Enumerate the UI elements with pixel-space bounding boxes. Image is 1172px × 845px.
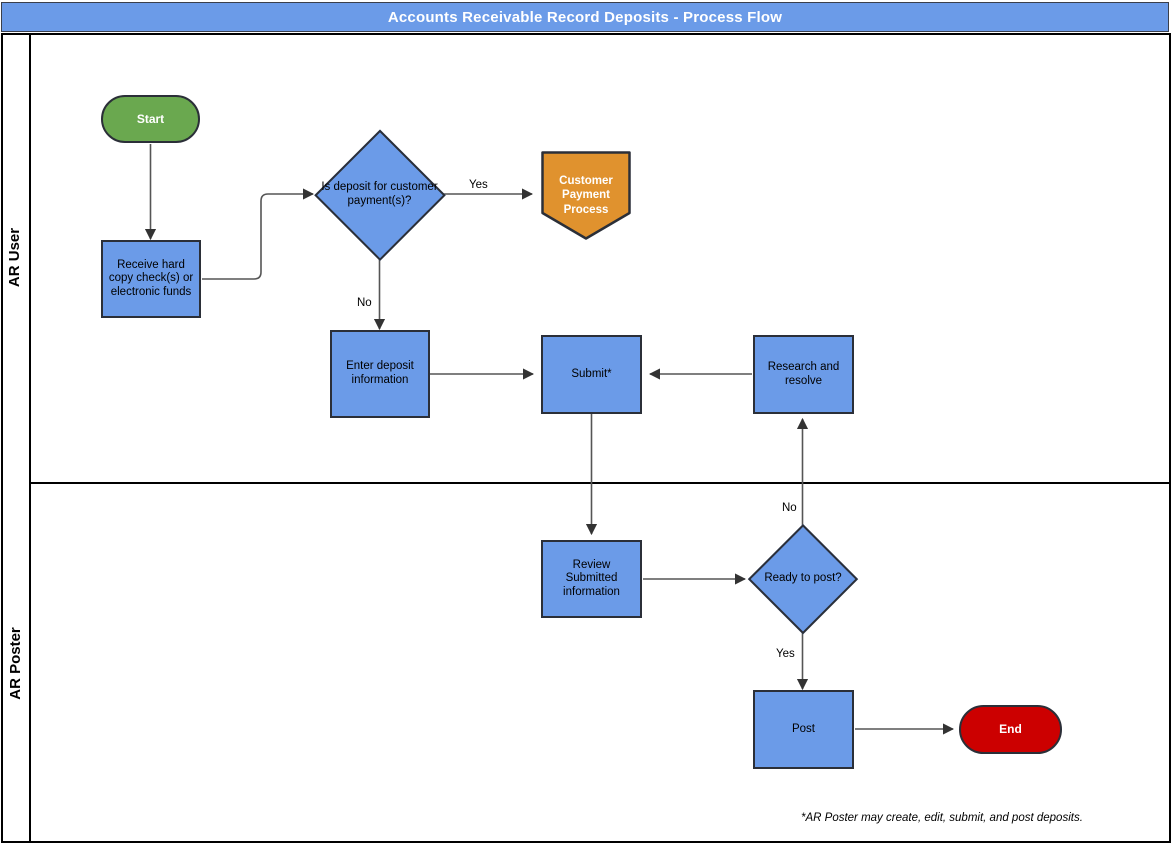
node-receive-funds[interactable]: Receive hard copy check(s) or electronic… [101, 240, 201, 318]
lane-label-ar-user: AR User [1, 33, 29, 482]
node-enter-deposit-label: Enter deposit information [346, 360, 414, 386]
node-submit[interactable]: Submit* [541, 335, 642, 414]
offpage-connector-shape [541, 151, 631, 240]
footnote-text: *AR Poster may create, edit, submit, and… [801, 812, 1083, 824]
edge-label-yes-ready-to-post: Yes [776, 648, 795, 660]
node-start[interactable]: Start [101, 95, 200, 143]
node-start-label: Start [136, 111, 165, 126]
lane-divider [29, 482, 1170, 484]
node-ready-to-post[interactable]: Ready to post? [748, 524, 858, 634]
lane-label-ar-poster: AR Poster [1, 484, 29, 843]
node-review-submitted-label: Review Submitted information [563, 558, 620, 598]
node-research-resolve-label: Research and resolve [767, 360, 840, 387]
node-customer-payment-process[interactable]: Customer Payment Process [541, 151, 631, 240]
node-end-label: End [999, 722, 1022, 737]
lane-label-ar-user-text: AR User [6, 227, 24, 288]
node-post-label: Post [791, 722, 815, 735]
swimlane-pool [1, 33, 1171, 843]
diagram-title-banner: Accounts Receivable Record Deposits - Pr… [1, 2, 1169, 32]
lane-title-divider [29, 33, 31, 843]
node-end[interactable]: End [959, 705, 1062, 754]
edge-label-no-customer-payment: No [357, 297, 372, 309]
edge-label-no-ready-to-post: No [782, 502, 797, 514]
page-title: Accounts Receivable Record Deposits - Pr… [387, 8, 783, 26]
node-submit-label: Submit* [571, 367, 612, 380]
node-ready-to-post-label: Ready to post? [764, 572, 842, 585]
node-post[interactable]: Post [753, 690, 854, 769]
node-research-resolve[interactable]: Research and resolve [753, 335, 854, 414]
node-customer-payment-process-label: Customer Payment Process [559, 174, 613, 216]
lane-label-ar-poster-text: AR Poster [6, 627, 24, 700]
edge-label-yes-customer-payment: Yes [469, 179, 488, 191]
node-enter-deposit[interactable]: Enter deposit information [330, 330, 430, 418]
node-receive-funds-label: Receive hard copy check(s) or electronic… [108, 258, 194, 298]
node-is-customer-payment-label: Is deposit for customer payment(s)? [321, 180, 438, 207]
node-is-customer-payment[interactable]: Is deposit for customer payment(s)? [314, 129, 445, 260]
node-review-submitted[interactable]: Review Submitted information [541, 540, 642, 618]
